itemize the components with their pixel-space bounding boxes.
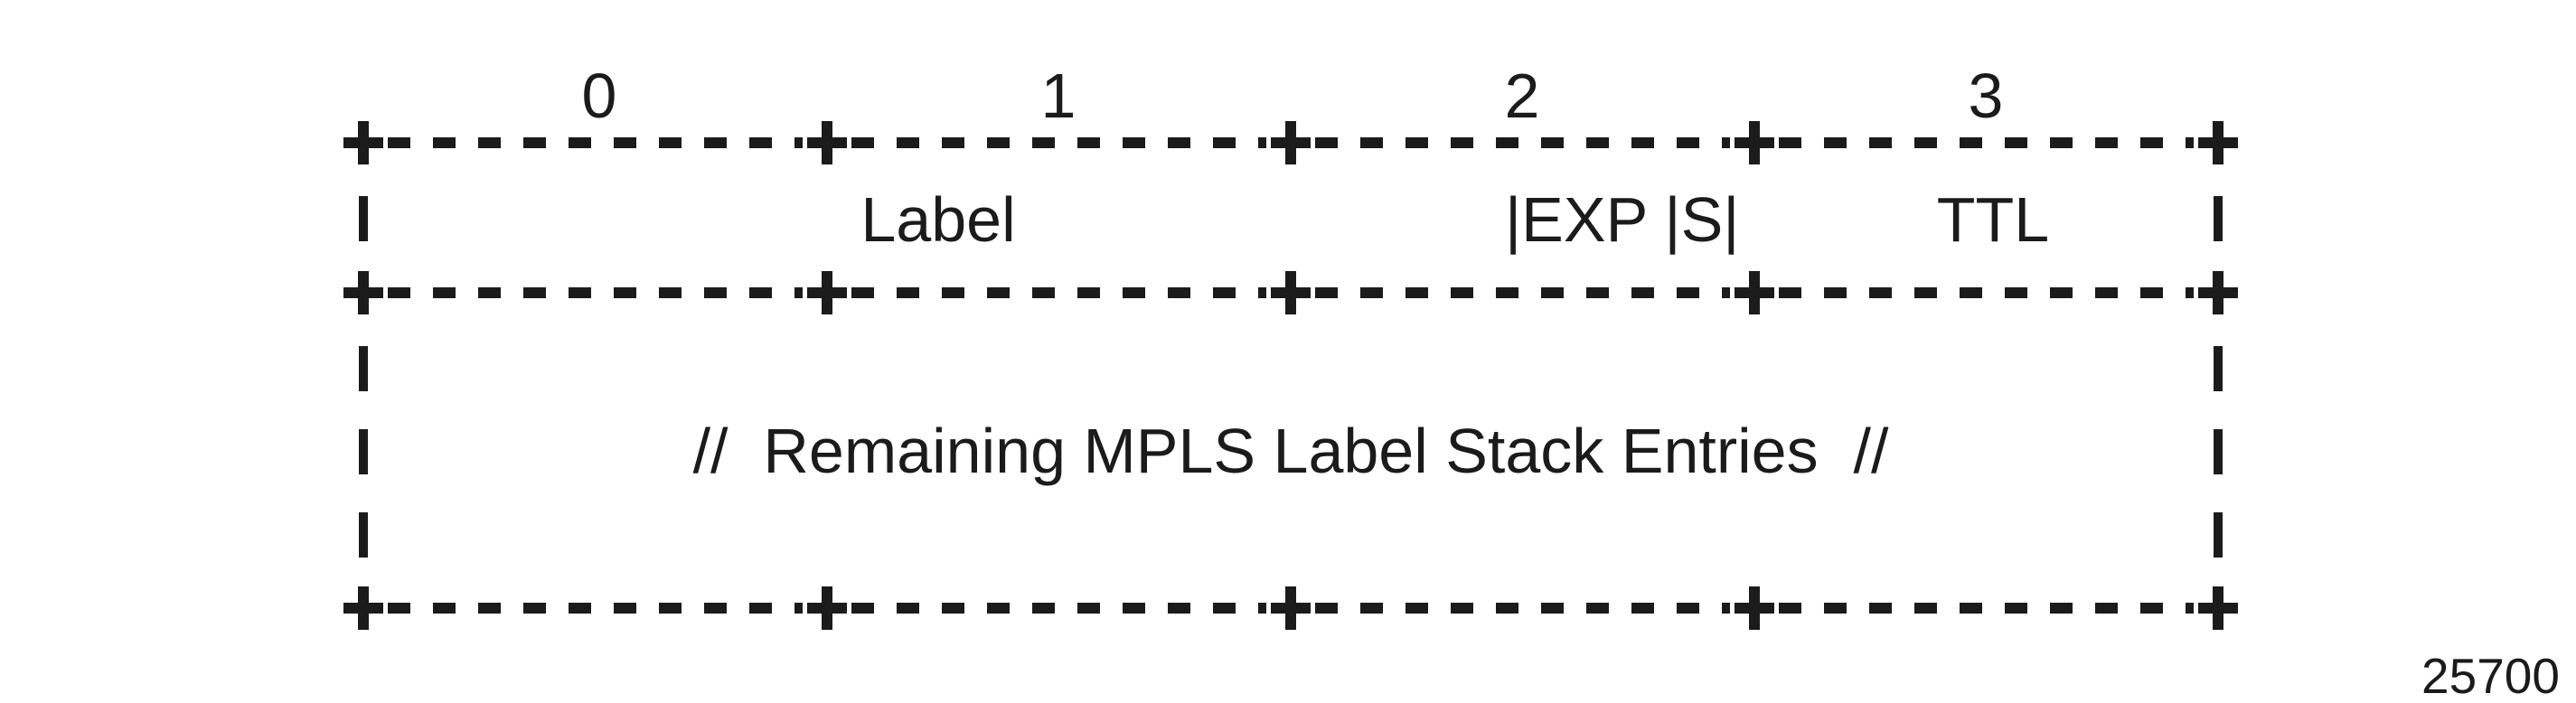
dashed-line-top-seg-4 — [1779, 137, 2194, 148]
plus-marker — [2198, 121, 2238, 164]
label-field-text: Label — [860, 184, 1016, 255]
plus-marker — [1735, 271, 1774, 314]
right-border-pipe — [2214, 429, 2223, 474]
right-border-pipe — [2214, 512, 2223, 558]
bit-scale-label-1: 1 — [1040, 61, 1076, 131]
dashed-line-bottom-seg-1 — [388, 603, 803, 614]
left-border-pipe — [359, 429, 368, 474]
dashed-line-bottom-seg-4 — [1779, 603, 2194, 614]
bit-scale-label-3: 3 — [1968, 61, 2004, 131]
plus-marker — [2198, 271, 2238, 314]
dashed-line-mid-seg-4 — [1779, 287, 2194, 298]
dashed-line-mid-seg-3 — [1315, 287, 1730, 298]
dashed-line-bottom-seg-3 — [1315, 603, 1730, 614]
dashed-line-top-seg-1 — [388, 137, 803, 148]
dashed-line-mid-seg-2 — [851, 287, 1266, 298]
plus-marker — [343, 586, 383, 630]
plus-marker — [1271, 271, 1311, 314]
plus-marker — [343, 271, 383, 314]
plus-marker — [2198, 586, 2238, 630]
dashed-line-top-seg-2 — [851, 137, 1266, 148]
dashed-line-bottom-seg-2 — [851, 603, 1266, 614]
plus-marker — [1271, 586, 1311, 630]
dashed-line-top-seg-3 — [1315, 137, 1730, 148]
right-border-pipe — [2214, 196, 2223, 241]
plus-marker — [343, 121, 383, 164]
bit-scale-label-2: 2 — [1504, 61, 1540, 131]
bit-scale-label-0: 0 — [581, 61, 617, 131]
plus-marker — [807, 121, 847, 164]
plus-marker — [1735, 586, 1774, 630]
plus-marker — [1271, 121, 1311, 164]
figure-number: 25700 — [2421, 648, 2560, 703]
ttl-field-text: TTL — [1936, 184, 2050, 255]
plus-marker — [807, 586, 847, 630]
plus-marker — [1735, 121, 1774, 164]
left-border-pipe — [359, 196, 368, 241]
right-border-pipe — [2214, 346, 2223, 391]
left-border-pipe — [359, 512, 368, 558]
exp-s-field-text: |EXP |S| — [1505, 184, 1740, 255]
left-border-pipe — [359, 346, 368, 391]
plus-marker — [807, 271, 847, 314]
remaining-entries-text: // Remaining MPLS Label Stack Entries // — [692, 416, 1889, 486]
dashed-line-mid-seg-1 — [388, 287, 803, 298]
